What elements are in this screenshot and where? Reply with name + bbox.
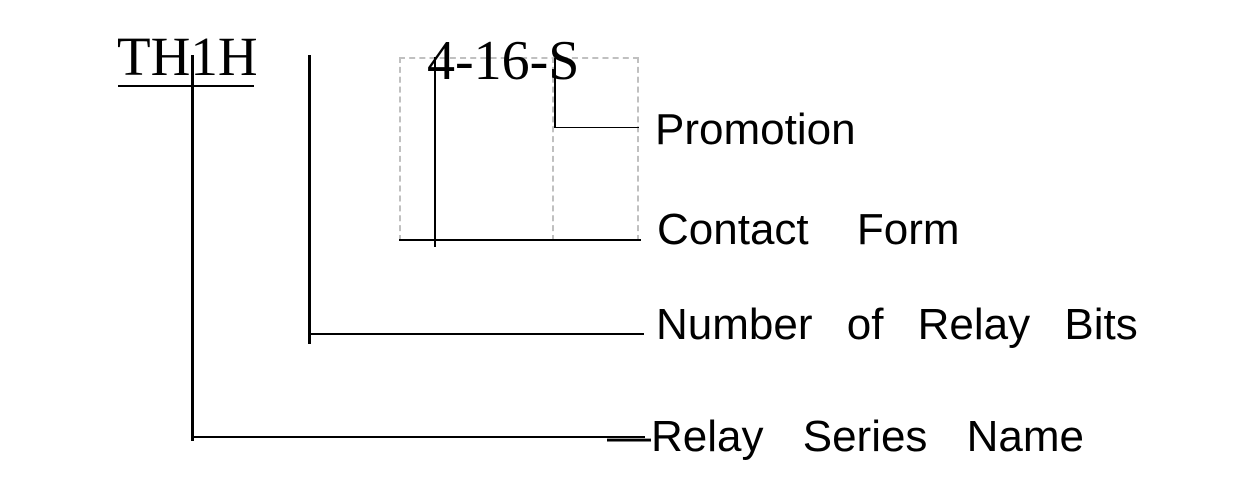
promotion-connector-vertical (554, 58, 556, 128)
promotion-label: Promotion (655, 105, 856, 154)
em-dash-connector: — (607, 412, 651, 461)
contact-form-connector-horizontal (399, 239, 641, 241)
model-code-dashed-divider (552, 57, 554, 241)
series-code-underline (118, 85, 254, 87)
relay-bits-connector-vertical (308, 55, 311, 344)
promotion-connector-horizontal (555, 127, 639, 128)
model-code: 4-16-S (427, 30, 580, 92)
series-name-connector-vertical (191, 55, 194, 441)
contact-form-label: Contact Form (657, 205, 960, 254)
relay-series-code: TH1H (117, 26, 258, 87)
relay-series-name-row: —Relay Series Name (607, 415, 1084, 459)
relay-bits-connector-horizontal (309, 333, 644, 335)
relay-series-name-label: Relay Series Name (651, 412, 1085, 461)
contact-form-connector-vertical (434, 57, 436, 247)
series-name-connector-horizontal (192, 436, 645, 438)
number-of-relay-bits-label: Number of Relay Bits (656, 300, 1138, 349)
